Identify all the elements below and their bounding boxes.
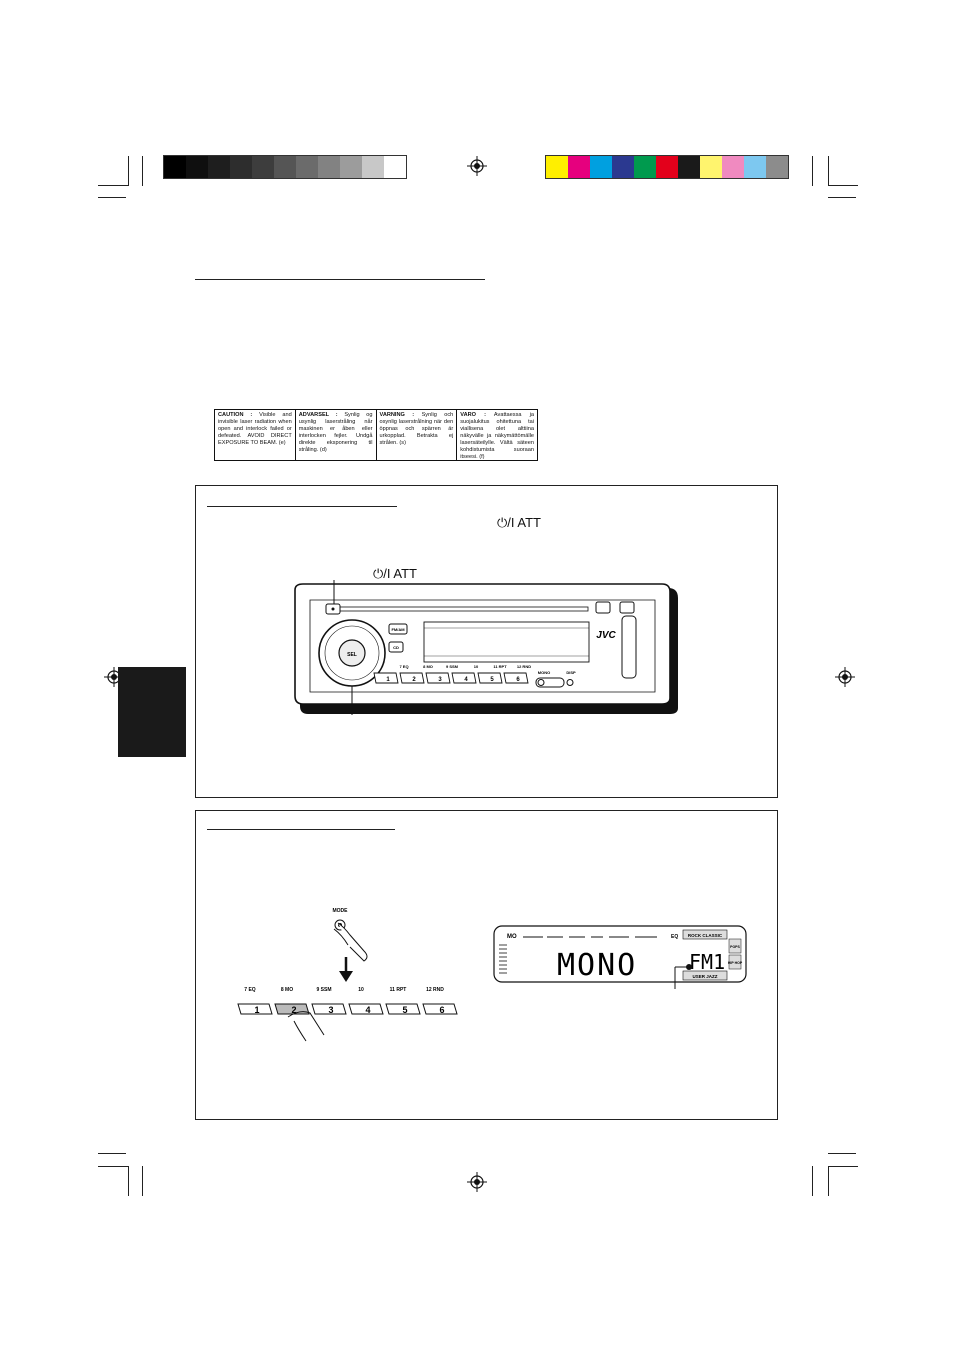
colour-swatch	[722, 156, 744, 178]
caution-fi: VARO : Avattaessa ja suojalukitus ohitet…	[460, 412, 535, 460]
registration-mark-icon	[104, 667, 124, 687]
keypad-sub-label: 9 SSM	[316, 987, 331, 993]
cd-button-label: CD	[393, 645, 399, 650]
brand-logo: JVC	[596, 630, 616, 641]
preset-key-number: 4	[365, 1005, 370, 1015]
colour-bar	[545, 155, 789, 179]
colour-swatch	[700, 156, 722, 178]
preset-key-button[interactable]: 5	[385, 1003, 421, 1015]
faceplate-preset-button[interactable]: 2	[399, 672, 425, 684]
mo-indicator: MO	[507, 934, 517, 940]
faceplate-preset-sub-label: 11 RPT	[493, 664, 507, 669]
eq-pops: POPS	[730, 945, 740, 949]
faceplate-preset-number: 5	[490, 677, 494, 683]
faceplate-preset-number: 2	[412, 677, 416, 683]
preset-key-number: 6	[439, 1005, 444, 1015]
colour-swatch	[340, 156, 362, 178]
preset-key-number: 2	[291, 1005, 296, 1015]
disp-label: DISP	[566, 670, 576, 675]
colour-swatch	[656, 156, 678, 178]
faceplate-preset-button[interactable]: 3	[425, 672, 451, 684]
laser-caution-label: CAUTION : Visible and invisible laser ra…	[214, 409, 538, 461]
registration-mark-icon	[467, 156, 487, 176]
faceplate-preset-sub-label: 7 EQ	[399, 664, 408, 669]
keypad-sub-label: 10	[358, 987, 364, 993]
heading-rule	[195, 279, 485, 280]
caution-da: ADVARSEL : Synlig og usynlig laserstråli…	[296, 410, 377, 460]
eq-indicator: EQ	[671, 934, 678, 940]
colour-swatch	[384, 156, 406, 178]
registration-mark-icon	[835, 667, 855, 687]
display-band: FM1	[689, 950, 725, 974]
colour-swatch	[678, 156, 700, 178]
keypad-sub-label: 8 MO	[281, 987, 293, 993]
preset-keypad: 7 EQ 8 MO 9 SSM 10 11 RPT 12 RND 1 2 3 4 5 6	[237, 987, 458, 1042]
colour-swatch	[766, 156, 788, 178]
faceplate-preset-sub-label: 12 RND	[517, 664, 531, 669]
display-main-text: MONO	[557, 948, 637, 983]
faceplate-preset-sub-label: 9 SSM	[446, 664, 459, 669]
eq-mode-bottom: USER JAZZ	[692, 974, 717, 979]
preset-key-number: 1	[254, 1005, 259, 1015]
colour-swatch	[274, 156, 296, 178]
language-tab	[118, 667, 186, 757]
colour-swatch	[744, 156, 766, 178]
registration-mark-icon	[467, 1172, 487, 1192]
colour-swatch	[164, 156, 186, 178]
colour-swatch	[362, 156, 384, 178]
colour-swatch	[208, 156, 230, 178]
faceplate-preset-number: 6	[516, 677, 520, 683]
preset-key-button[interactable]: 4	[348, 1003, 384, 1015]
sel-knob-label: SEL	[347, 652, 357, 658]
faceplate-preset-sub-label: 8 MO	[423, 664, 433, 669]
eq-hiphop: HIP HOP	[728, 961, 743, 965]
mode-label: MODE	[333, 908, 349, 914]
lcd-display: MO EQ ROCK CLASSIC POPS HIP HOP USER JAZ…	[493, 925, 747, 989]
colour-swatch	[296, 156, 318, 178]
faceplate-preset-sub-label: 10	[474, 664, 479, 669]
colour-swatch	[318, 156, 340, 178]
preset-key-button[interactable]: 2	[274, 1003, 310, 1015]
keypad-sub-label: 7 EQ	[244, 987, 256, 993]
section-heading-rule	[207, 829, 395, 830]
power-att-label: ⏻/I ATT	[497, 515, 541, 530]
fm-am-button-label: FM/AM	[391, 627, 405, 632]
colour-swatch	[546, 156, 568, 178]
faceplate-preset-number: 1	[386, 677, 390, 683]
colour-swatch	[634, 156, 656, 178]
mode-press-illustration: MODE	[333, 908, 368, 982]
faceplate-preset-button[interactable]: 1	[373, 672, 399, 684]
colour-swatch	[590, 156, 612, 178]
colour-swatch	[230, 156, 252, 178]
eq-mode-top: ROCK CLASSIC	[688, 933, 723, 938]
colour-swatch	[252, 156, 274, 178]
colour-swatch	[568, 156, 590, 178]
section-heading-rule	[207, 506, 397, 507]
mono-label: MONO	[538, 670, 550, 675]
keypad-sub-label: 12 RND	[426, 987, 444, 993]
colour-swatch	[612, 156, 634, 178]
faceplate-preset-button[interactable]: 6	[503, 672, 529, 684]
preset-key-number: 3	[328, 1005, 333, 1015]
grayscale-bar	[163, 155, 407, 179]
faceplate-preset-number: 3	[438, 677, 442, 683]
faceplate-preset-button[interactable]: 4	[451, 672, 477, 684]
preset-key-button[interactable]: 3	[311, 1003, 347, 1015]
preset-key-number: 5	[402, 1005, 407, 1015]
caution-sv: VARNING : Synlig och osynlig laserstråln…	[377, 410, 458, 460]
faceplate-preset-number: 4	[464, 677, 468, 683]
caution-en: CAUTION : Visible and invisible laser ra…	[215, 410, 296, 460]
faceplate-preset-button[interactable]: 5	[477, 672, 503, 684]
keypad-sub-label: 11 RPT	[390, 987, 407, 993]
preset-key-button[interactable]: 1	[237, 1003, 273, 1015]
power-att-callout: ⏻/I ATT	[373, 566, 417, 581]
colour-swatch	[186, 156, 208, 178]
preset-key-button[interactable]: 6	[422, 1003, 458, 1015]
